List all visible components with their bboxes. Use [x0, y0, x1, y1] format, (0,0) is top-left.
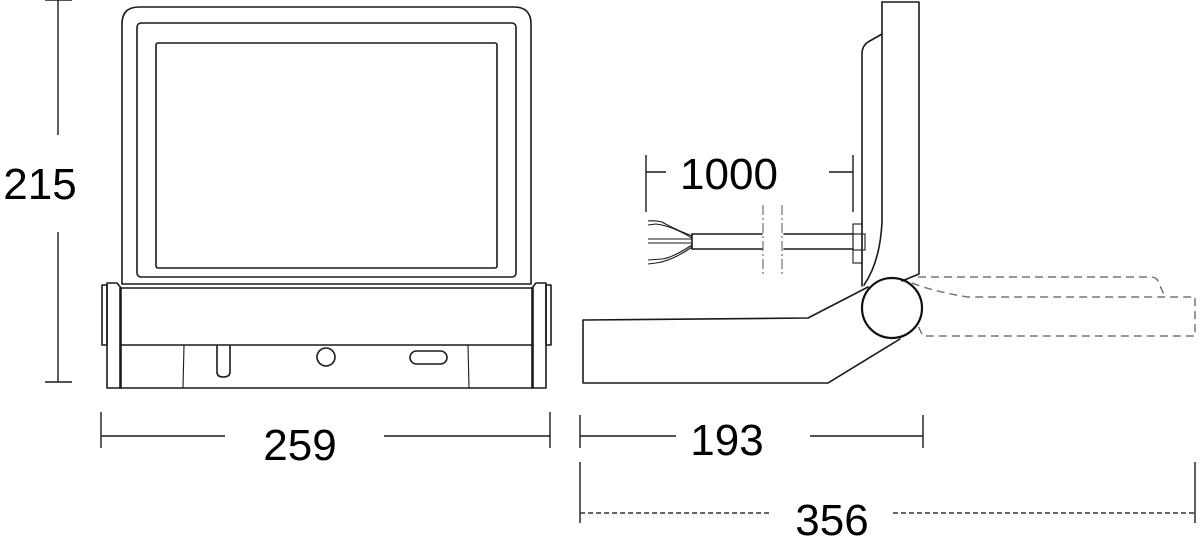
end-cap-left-knob	[101, 284, 108, 346]
dimension-cable-length-label: 1000	[680, 150, 778, 199]
housing-side	[881, 1, 920, 282]
bracket-arm	[582, 286, 901, 384]
dimension-cable-length: 1000	[645, 150, 854, 212]
cable-gland	[852, 223, 863, 264]
dimension-front-width: 259	[100, 412, 551, 470]
end-cap-right	[531, 282, 547, 389]
housing-outer-frame	[121, 6, 532, 285]
dimension-total-depth: 356	[579, 462, 1196, 545]
cable	[647, 205, 854, 275]
hinge-pivot	[860, 276, 924, 340]
side-view	[582, 1, 924, 384]
dimension-total-depth-label: 356	[795, 496, 868, 545]
mounting-hole-icon	[316, 347, 336, 367]
front-view	[101, 6, 552, 389]
dimension-side-depth-label: 193	[690, 416, 763, 465]
bracket-slot	[216, 345, 231, 378]
end-cap-right-knob	[545, 284, 552, 346]
bracket-segment-left	[182, 344, 185, 389]
bracket-body	[119, 287, 534, 389]
housing-bezel	[136, 22, 517, 278]
led-panel	[155, 42, 498, 269]
dimension-front-width-label: 259	[263, 421, 336, 470]
oval-slot	[409, 350, 448, 365]
housing-back-curve	[861, 33, 883, 287]
dimension-height-label: 215	[3, 160, 76, 209]
dimension-height: 215	[3, 0, 77, 383]
end-cap-left	[106, 282, 122, 389]
tilted-position-phantom	[911, 276, 1196, 337]
bracket-segment-right	[467, 344, 470, 389]
dimension-side-depth: 193	[579, 415, 924, 465]
